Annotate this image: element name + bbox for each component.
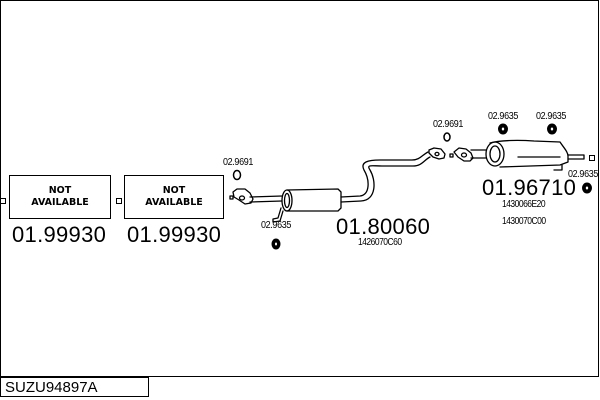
rear-muffler-part-number[interactable]: 01.96710 (482, 175, 577, 200)
flange-icon (449, 147, 474, 162)
not-available-text: NOT (162, 185, 186, 196)
hanger-icon (271, 238, 281, 250)
front-pipe-part-number[interactable]: 01.99930 (12, 222, 107, 247)
hanger-icon (547, 123, 557, 135)
connector-marker (0, 198, 6, 204)
centre-muffler-part-number[interactable]: 01.80060 (336, 214, 431, 239)
rear-hanger-label-3[interactable]: 02.9635 (568, 169, 599, 180)
centre-gasket-label[interactable]: 02.9691 (223, 157, 254, 168)
not-available-text: AVAILABLE (145, 197, 203, 208)
gasket-ring-icon (232, 169, 242, 181)
rear-muffler-icon (485, 139, 569, 171)
tailpipe (567, 154, 585, 160)
hanger-icon (582, 182, 592, 194)
rear-hanger-label-2[interactable]: 02.9635 (536, 111, 567, 122)
gasket-ring-icon (443, 132, 451, 142)
pipe (249, 195, 283, 203)
pipe (340, 156, 431, 203)
front-pipe-not-available-box[interactable]: NOT AVAILABLE (9, 175, 111, 219)
pipe (340, 151, 429, 198)
flange-icon (428, 147, 446, 160)
rear-muffler-oe-number: 1430066E20 (502, 199, 546, 210)
rear-hanger-label-1[interactable]: 02.9635 (488, 111, 519, 122)
hanger-icon (498, 123, 508, 135)
catalytic-part-number[interactable]: 01.99930 (127, 222, 222, 247)
rear-gasket-label[interactable]: 02.9691 (433, 119, 464, 130)
catalytic-not-available-box[interactable]: NOT AVAILABLE (124, 175, 224, 219)
centre-muffler-icon (272, 188, 342, 223)
centre-muffler-oe-number: 1426070C60 (358, 237, 402, 248)
diagram-frame (0, 0, 599, 377)
pipe (470, 149, 487, 159)
flange-icon (229, 188, 254, 205)
connector-marker (589, 155, 595, 161)
connector-marker (116, 198, 122, 204)
not-available-text: AVAILABLE (31, 197, 89, 208)
not-available-text: NOT (48, 185, 72, 196)
centre-hanger-label[interactable]: 02.9635 (261, 220, 292, 231)
rear-muffler-oe-number: 1430070C00 (502, 216, 546, 227)
reference-label: SUZU94897A (0, 377, 149, 397)
